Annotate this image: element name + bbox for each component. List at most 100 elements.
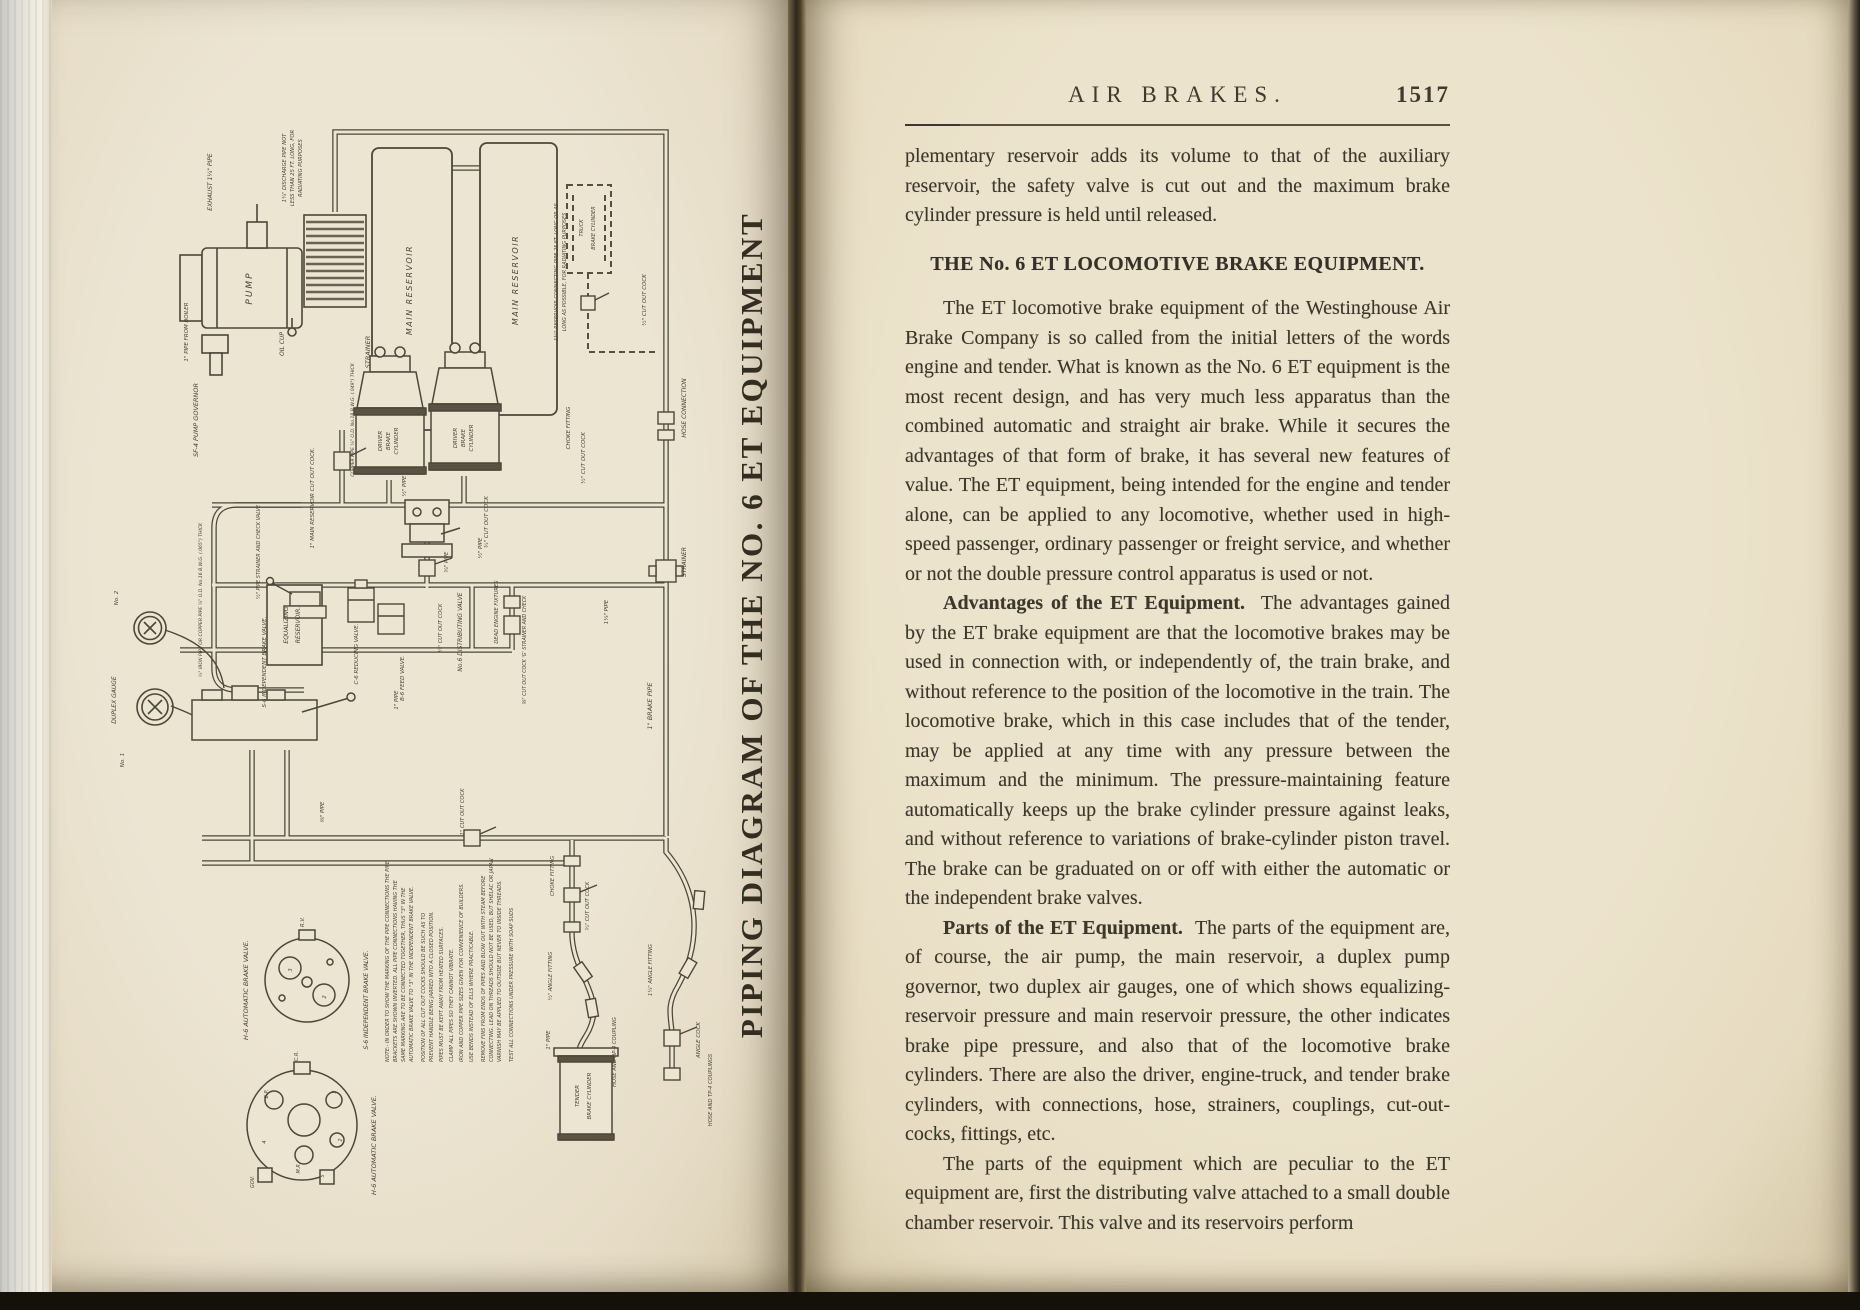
pump-strainer-coil xyxy=(303,214,367,308)
b6-feed-valve xyxy=(377,603,405,635)
parts-body: The parts of the equipment are, of cours… xyxy=(905,916,1451,1146)
dead-engine-fixtures xyxy=(503,595,521,635)
parts-runin-heading: Parts of the ET Equipment. xyxy=(943,916,1183,939)
label-distributing-valve: No.6 DISTRIBUTING VALVE xyxy=(457,592,464,671)
label-h6-face: H-6 AUTOMATIC BRAKE VALVE. xyxy=(370,1095,378,1195)
label-driver1-w2: BRAKE xyxy=(386,431,392,450)
cocks-and-fittings xyxy=(333,292,706,1081)
label-equalizing-1: EQUALIZING xyxy=(283,606,290,643)
label-driver1-w1: DRIVER xyxy=(378,431,384,452)
label-pump: PUMP xyxy=(245,271,255,304)
label-c6-valve: C-6 REDUCING VALVE. xyxy=(354,623,360,684)
label-discharge-1: 1¼" DISCHARGE PIPE NOT xyxy=(282,133,288,202)
port-h6-cr: C.R. xyxy=(294,1051,300,1061)
advantages-body: The advantages gained by the ET brake eq… xyxy=(905,592,1450,909)
left-page: PUMP EXHAUST 1¼" PIPE 1" PIPE FROM BOILE… xyxy=(52,0,788,1292)
right-page: AIR BRAKES. 1517 plementary reservoir ad… xyxy=(806,0,1848,1292)
note-10: REMOVE FINS FROM ENDS OF PIPES AND BLOW … xyxy=(481,875,487,1062)
dashed-truck-pipes xyxy=(566,184,658,353)
label-hose-connection: HOSE CONNECTION xyxy=(681,378,688,438)
label-cutout-14: ¼" CUT OUT COCK xyxy=(438,603,444,652)
s6-pipe-bracket-face xyxy=(264,929,350,1023)
label-cutout-12: ½" CUT OUT COCK xyxy=(580,432,587,484)
air-pump xyxy=(179,204,303,376)
pipe-label-1: ¾" PIPE xyxy=(444,551,450,573)
note-12: VARNISH MAY BE APPLIED TO OUTSIDE BUT NE… xyxy=(497,880,503,1062)
running-title: AIR BRAKES. xyxy=(1068,82,1287,107)
label-h6-valve: H-6 AUTOMATIC BRAKE VALVE. xyxy=(242,940,250,1040)
label-gauge-no2: No. 2 xyxy=(114,590,120,605)
h6-pipe-bracket-face xyxy=(246,1061,358,1185)
figure-caption: PIPING DIAGRAM OF THE NO. 6 ET EQUIPMENT xyxy=(734,212,769,1038)
label-discharge-3: RADIATING PURPOSES xyxy=(298,138,304,196)
label-discharge-2: LESS THAN 25 FT. LONG, FOR xyxy=(290,130,296,207)
label-oil-cup: OIL CUP xyxy=(279,332,286,356)
label-b6-valve: B-6 FEED VALVE. xyxy=(400,655,406,701)
label-choke-2: CHOKE FITTING xyxy=(550,856,556,896)
port-s6-2: 2 xyxy=(322,995,328,998)
label-cutout-34: ¾" CUT OUT COCK xyxy=(484,496,490,548)
h6-automatic-brake-valve xyxy=(191,685,356,741)
port-h6-5: 5 xyxy=(320,1174,326,1177)
pipe-label-2: 1" PIPE xyxy=(394,690,400,710)
note-9: USE BENDS INSTEAD OF ELLS WHERE PRACTICA… xyxy=(469,930,475,1062)
label-truck-cyl-1: TRUCK xyxy=(579,219,585,237)
label-exhaust: EXHAUST 1¼" PIPE xyxy=(207,153,214,211)
duplex-gauge-no1 xyxy=(136,688,174,726)
label-angle-small: ½" ANGLE FITTING xyxy=(547,952,554,1001)
label-hose-tp4: HOSE AND TP-4 COUPLINGS xyxy=(708,1053,714,1126)
label-connecting-2: LONG AS POSSIBLE, FOR RADIATING PURPOSES xyxy=(562,212,568,331)
pipe-label-8: ½" IRON PIPE OR COPPER PIPE ⅞" O.D. No.1… xyxy=(197,522,204,677)
label-cutout-main: 1" CUT OUT COCK xyxy=(460,788,466,836)
note-8: IRON AND COPPER PIPE SIZES GIVEN FOR CON… xyxy=(459,883,465,1062)
header-rule xyxy=(905,124,1450,126)
book-gutter xyxy=(788,0,806,1292)
label-gauge-no1: No. 1 xyxy=(120,753,126,767)
label-truck-cyl-2: BRAKE CYLINDER xyxy=(591,206,597,249)
label-choke-1: CHOKE FITTING xyxy=(566,407,572,450)
note-2: SAME MARKING ARE TO BE CONNECTED TOGETHE… xyxy=(401,887,407,1062)
label-main-reservoir-2: MAIN RESERVOIR xyxy=(511,235,520,325)
pipe-label-3: ⅜" PIPE xyxy=(320,801,326,823)
label-main-reservoir-1: MAIN RESERVOIR xyxy=(405,245,414,335)
advantages-runin-heading: Advantages of the ET Equipment. xyxy=(943,592,1245,614)
label-s6-valve: S-6 INDEPENDENT BRAKE VALVE. xyxy=(262,616,268,707)
label-driver2-w3: CYLINDER xyxy=(469,424,475,451)
port-h6-2: 2 xyxy=(338,1138,344,1141)
label-driver1-w3: CYLINDER xyxy=(394,427,400,454)
s6-independent-brake-valve xyxy=(265,576,327,619)
note-5: PREVENT HANDLE BEING JARRED INTO A CLOSE… xyxy=(429,911,435,1062)
page-number: 1517 xyxy=(1396,82,1450,107)
c6-reducing-valve xyxy=(347,579,375,623)
label-cutout-g: ⅜" CUT OUT COCK 'G' STRAINER AND CHECK xyxy=(522,595,528,704)
label-connecting-1: 1¼" RESERVOIR CONNECTING PIPE 25 FT. LON… xyxy=(554,202,560,340)
label-equalizing-2: RESERVOIR. xyxy=(295,607,302,643)
note-3: AUTOMATIC BRAKE VALVE TO "3" IN THE INDE… xyxy=(409,886,415,1063)
label-hose-hp4: HOSE AND HP-4 COUPLING xyxy=(612,1017,618,1087)
piping-diagram: PUMP EXHAUST 1¼" PIPE 1" PIPE FROM BOILE… xyxy=(111,129,769,1195)
running-header: AIR BRAKES. 1517 xyxy=(905,82,1450,116)
pipe-label-7: COPPER PIPE ⅝" O.D. No.18 B.W.G. (.049")… xyxy=(350,362,356,476)
note-11: CONNECTING. LEAD ON THREADS SHOULD NOT B… xyxy=(489,858,495,1062)
label-strainer-pump: STRAINER xyxy=(364,336,372,368)
note-7: CLAMP ALL PIPES SO THEY CANNOT VIBRATE. xyxy=(449,948,455,1062)
label-angle-large: 1¼" ANGLE FITTING xyxy=(648,944,654,996)
paragraph-peculiar: The parts of the equipment which are pec… xyxy=(905,1152,1450,1234)
right-page-edge xyxy=(1848,0,1860,1292)
driver-brake-cylinder-2 xyxy=(428,342,502,471)
port-h6-gov: GOV. xyxy=(250,1176,256,1188)
note-0: NOTE:- IN ORDER TO SHOW THE MARKING OF T… xyxy=(385,860,391,1062)
label-tender-1: TENDER xyxy=(575,1085,581,1107)
label-driver2-w2: BRAKE xyxy=(461,428,467,447)
port-s6-3: 3 xyxy=(288,968,294,971)
label-cutout-34b: ¾" CUT OUT COCK xyxy=(585,881,591,930)
duplex-gauge-no2 xyxy=(133,611,167,645)
note-4: POSITION OF ALL CUT OUT COCKS SHOULD BE … xyxy=(421,913,427,1062)
pipe-label-4: 1¼" PIPE xyxy=(604,599,610,624)
distributing-valve xyxy=(401,499,461,558)
label-pump-governor: SF-4 PUMP GOVERNOR xyxy=(192,383,200,457)
label-strainer-check: ½" PIPE STRAINER AND CHECK VALVE xyxy=(255,504,262,599)
scan-background-band xyxy=(0,1292,1860,1310)
note-13: TEST ALL CONNECTIONS UNDER PRESSURE WITH… xyxy=(509,907,515,1062)
